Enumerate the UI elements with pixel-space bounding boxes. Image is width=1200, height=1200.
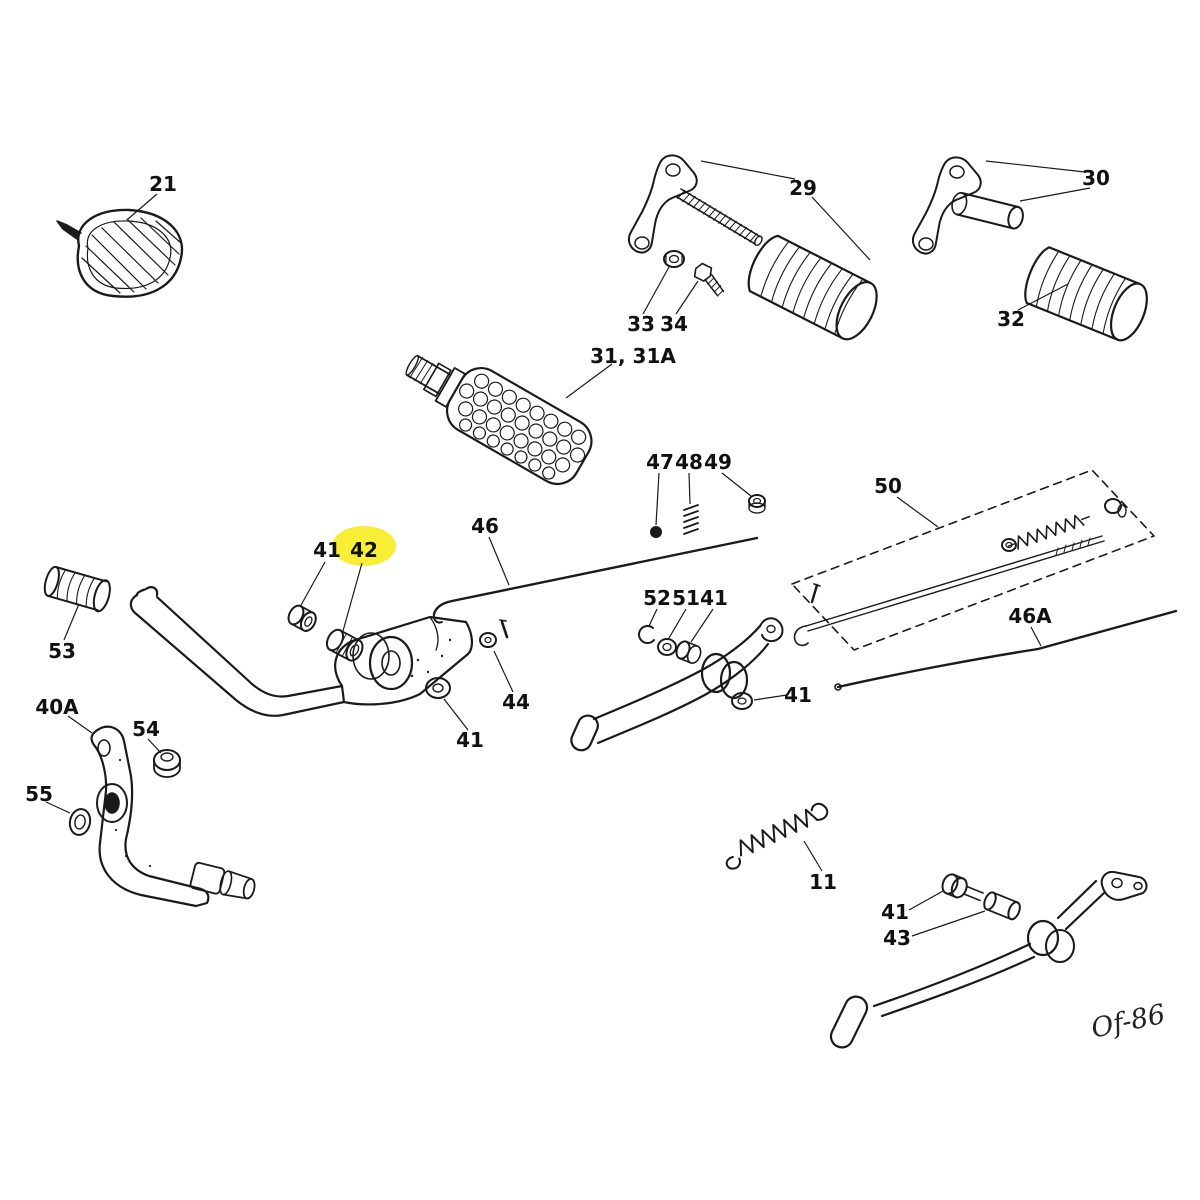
diagram-artwork: [43, 154, 1178, 1049]
label-part-40A[interactable]: 40A: [35, 695, 79, 719]
part-48-small-spring: [683, 504, 699, 535]
label-part-51[interactable]: 51: [672, 586, 700, 610]
part-53-rubber-peg: [43, 565, 111, 613]
label-part-52[interactable]: 52: [643, 586, 671, 610]
part-50-adjuster-assembly: [791, 469, 1155, 651]
label-part-30[interactable]: 30: [1082, 166, 1110, 190]
label-part-41-pedal[interactable]: 41: [456, 728, 484, 752]
part-rear-brake-pedal: [570, 617, 784, 752]
part-11-return-spring: [725, 802, 829, 870]
part-55-washer: [68, 808, 92, 836]
dashed-box: [791, 469, 1155, 651]
part-54-nut: [153, 749, 181, 778]
part-46-brake-rod: [432, 536, 759, 624]
part-49-nut: [748, 494, 766, 514]
label-part-43[interactable]: 43: [883, 926, 911, 950]
part-41-washer-pedal: [425, 677, 451, 699]
part-31-kickstart-rubber: [405, 354, 593, 486]
part-33-nut: [663, 250, 685, 268]
label-part-48[interactable]: 48: [675, 450, 703, 474]
part-gear-shift-lever: [829, 870, 1148, 1049]
label-part-47[interactable]: 47: [646, 450, 674, 474]
label-part-44[interactable]: 44: [502, 690, 530, 714]
label-part-55[interactable]: 55: [25, 782, 53, 806]
part-40A-bracket-assembly: [90, 725, 256, 908]
label-part-42[interactable]: 42: [350, 538, 378, 562]
label-part-41-rear[interactable]: 41: [784, 683, 812, 707]
part-52-circlip: [638, 625, 655, 644]
label-part-46[interactable]: 46: [471, 514, 499, 538]
part-30-footrest-assembly: [911, 156, 1024, 255]
leader-lines: [45, 160, 1091, 937]
part-32-rubber-grip: [1024, 246, 1148, 342]
part-21-pedal-pad: [56, 208, 184, 298]
label-part-54[interactable]: 54: [132, 717, 160, 741]
part-labels: 21 29 33 34 30 32 31, 31A 47 48 49 50 46…: [25, 166, 1110, 950]
label-part-31-31A[interactable]: 31, 31A: [590, 344, 676, 368]
part-29-footrest-assembly: [627, 154, 878, 341]
label-part-49[interactable]: 49: [704, 450, 732, 474]
label-part-53[interactable]: 53: [48, 639, 76, 663]
part-34-bolt: [693, 262, 725, 297]
label-part-11[interactable]: 11: [809, 870, 837, 894]
label-part-32[interactable]: 32: [997, 307, 1025, 331]
label-part-33[interactable]: 33: [627, 312, 655, 336]
label-part-21[interactable]: 21: [149, 172, 177, 196]
part-41-bushing-left: [287, 604, 317, 632]
part-51-washer: [657, 638, 677, 656]
part-43-spacer: [983, 891, 1021, 921]
part-47-ball: [650, 526, 662, 538]
label-part-46A[interactable]: 46A: [1008, 604, 1052, 628]
label-part-50[interactable]: 50: [874, 474, 902, 498]
label-part-41-mid[interactable]: 41: [700, 586, 728, 610]
part-41-bolt-bottom: [941, 873, 984, 902]
label-part-41-left[interactable]: 41: [313, 538, 341, 562]
highlight-part-42: [332, 526, 396, 566]
part-41-washer-rear: [731, 692, 753, 710]
part-46A-rod: [834, 609, 1178, 691]
part-41-bushing-mid: [675, 640, 702, 664]
label-part-34[interactable]: 34: [660, 312, 688, 336]
label-part-41-bottom[interactable]: 41: [881, 900, 909, 924]
label-part-29[interactable]: 29: [789, 176, 817, 200]
part-44-washer-pin: [479, 619, 509, 648]
part-brake-pedal-front: [129, 586, 473, 717]
